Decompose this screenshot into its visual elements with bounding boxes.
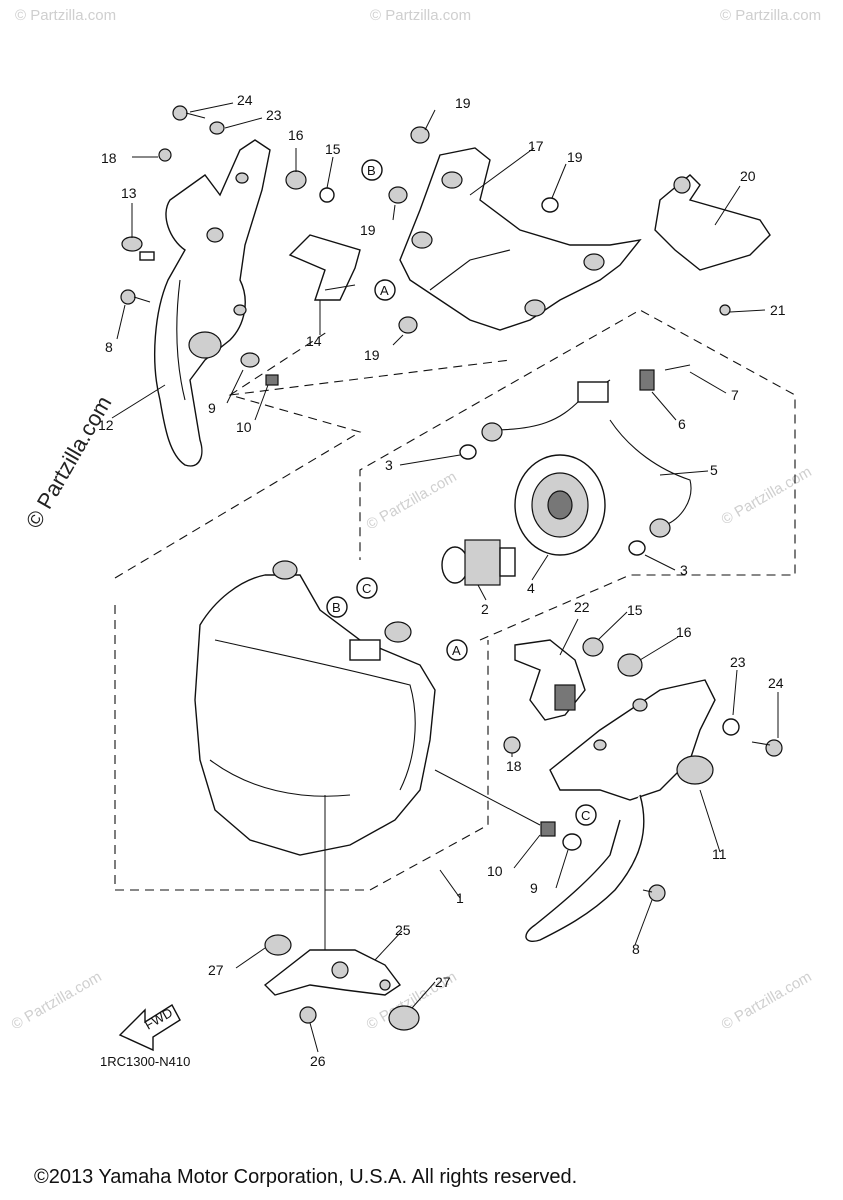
background-watermarks: © Partzilla.com © Partzilla.com © Partzi… bbox=[9, 7, 822, 1033]
part-label-17: 17 bbox=[528, 138, 544, 154]
part-label-15: 15 bbox=[325, 141, 341, 157]
headlight-housing-part-1 bbox=[194, 560, 436, 856]
part-label-8: 8 bbox=[105, 339, 113, 355]
fwd-arrow: FWD bbox=[118, 1004, 181, 1052]
part-label-10: 10 bbox=[236, 419, 252, 435]
dashed-assembly-outlines bbox=[114, 309, 796, 891]
small-bracket-part-14 bbox=[288, 234, 361, 301]
part-label-10: 10 bbox=[487, 863, 503, 879]
part-label-9: 9 bbox=[530, 880, 538, 896]
part-label-25: 25 bbox=[395, 922, 411, 938]
right-bracket-part-11 bbox=[525, 679, 716, 942]
right-hardware bbox=[503, 637, 783, 902]
callout-b: B bbox=[367, 163, 376, 178]
part-label-19: 19 bbox=[360, 222, 376, 238]
callout-c: C bbox=[581, 808, 590, 823]
part-label-26: 26 bbox=[310, 1053, 326, 1069]
leader-lines bbox=[111, 102, 779, 1053]
part-label-3: 3 bbox=[680, 562, 688, 578]
part-label-23: 23 bbox=[730, 654, 746, 670]
part-label-21: 21 bbox=[770, 302, 786, 318]
part-label-8: 8 bbox=[632, 941, 640, 957]
part-label-20: 20 bbox=[740, 168, 756, 184]
right-bracket-part-20 bbox=[654, 174, 771, 316]
callout-b: B bbox=[332, 600, 341, 615]
callout-a: A bbox=[380, 283, 389, 298]
side-watermark-text: © Partzilla.com bbox=[21, 392, 117, 533]
part-label-12: 12 bbox=[98, 417, 114, 433]
watermark-text: © Partzilla.com bbox=[9, 968, 105, 1033]
part-label-4: 4 bbox=[527, 580, 535, 596]
diagram-code: 1RC1300-N410 bbox=[100, 1054, 190, 1069]
watermark-text: © Partzilla.com bbox=[15, 7, 116, 24]
part-label-23: 23 bbox=[266, 107, 282, 123]
part-label-13: 13 bbox=[121, 185, 137, 201]
callout-c: C bbox=[362, 581, 371, 596]
part-label-2: 2 bbox=[481, 601, 489, 617]
watermark-text: © Partzilla.com bbox=[719, 463, 815, 528]
bracket-part-22 bbox=[514, 639, 586, 721]
part-label-16: 16 bbox=[288, 127, 304, 143]
copyright-text: ©2013 Yamaha Motor Corporation, U.S.A. A… bbox=[34, 1166, 577, 1188]
part-label-24: 24 bbox=[237, 92, 253, 108]
watermark-text: © Partzilla.com bbox=[370, 7, 471, 24]
bulb-socket-part-4 bbox=[514, 454, 606, 556]
part-number-labels: 24 23 18 16 15 13 8 12 9 10 14 19 17 19 … bbox=[98, 92, 786, 1069]
part-label-18: 18 bbox=[101, 150, 117, 166]
center-cover-part-17 bbox=[388, 126, 642, 334]
part-label-27: 27 bbox=[208, 962, 224, 978]
part-label-9: 9 bbox=[208, 400, 216, 416]
left-bracket-part-12 bbox=[154, 139, 271, 467]
headlight-bulb-part-2 bbox=[441, 539, 516, 586]
part-label-24: 24 bbox=[768, 675, 784, 691]
wiring-harness-part-5 bbox=[459, 364, 692, 556]
left-hardware bbox=[120, 105, 335, 386]
part-label-19: 19 bbox=[364, 347, 380, 363]
part-label-27: 27 bbox=[435, 974, 451, 990]
part-label-5: 5 bbox=[710, 462, 718, 478]
callout-a: A bbox=[452, 643, 461, 658]
part-label-3: 3 bbox=[385, 457, 393, 473]
part-label-1: 1 bbox=[456, 890, 464, 906]
callout-letters: A B B C A C bbox=[326, 159, 597, 826]
part-label-7: 7 bbox=[731, 387, 739, 403]
watermark-text: © Partzilla.com bbox=[364, 468, 460, 533]
part-label-11: 11 bbox=[712, 846, 727, 862]
part-label-18: 18 bbox=[506, 758, 522, 774]
clamp-part-13 bbox=[121, 236, 155, 261]
watermark-text: © Partzilla.com bbox=[719, 968, 815, 1033]
part-label-22: 22 bbox=[574, 599, 590, 615]
part-label-15: 15 bbox=[627, 602, 643, 618]
part-label-19: 19 bbox=[455, 95, 471, 111]
watermark-text: © Partzilla.com bbox=[720, 7, 821, 24]
part-label-19: 19 bbox=[567, 149, 583, 165]
part-label-6: 6 bbox=[678, 416, 686, 432]
part-label-16: 16 bbox=[676, 624, 692, 640]
lower-bracket-part-25 bbox=[263, 934, 420, 1031]
part-label-14: 14 bbox=[306, 333, 322, 349]
